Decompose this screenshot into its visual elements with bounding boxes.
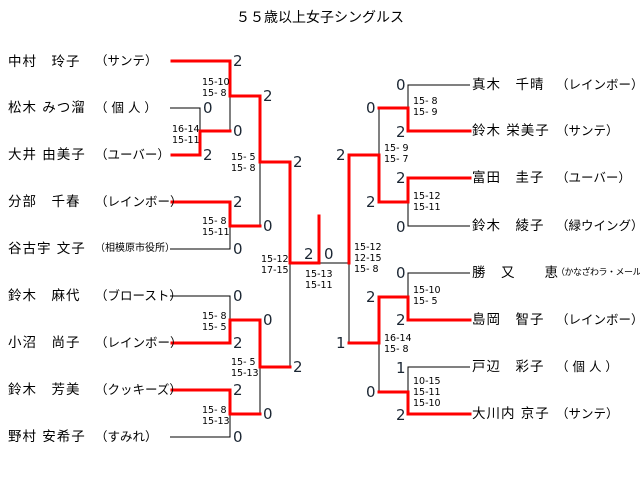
player-name: 鈴木 麻代 (8, 288, 81, 304)
match-score: 0 (203, 99, 213, 117)
player-club: （ 個 人 ） (556, 359, 618, 374)
game-score: 15-12 12-15 15- 8 (354, 242, 382, 275)
game-score: 16-14 15-11 (172, 124, 200, 146)
player-club: （すみれ） (95, 429, 158, 444)
player-club: （サンテ） (556, 123, 619, 138)
game-score: 15- 5 15-13 (231, 357, 259, 379)
player-name: 小沼 尚子 (8, 335, 81, 351)
player-club: （ 個 人 ） (95, 100, 157, 115)
match-score: 2 (233, 52, 243, 70)
player-club: （レインボー） (95, 335, 183, 350)
player-club: （ユーバー） (95, 147, 170, 162)
match-score: 2 (396, 169, 406, 187)
match-score: 0 (396, 76, 406, 94)
match-score: 1 (396, 359, 406, 377)
match-score: 2 (233, 334, 243, 352)
match-score: 2 (396, 311, 406, 329)
player-club: （レインボー） (556, 312, 640, 327)
bracket-lines-black-left (170, 96, 380, 438)
player-name: 野村 安希子 (8, 429, 86, 445)
player-name: 分部 千春 (8, 194, 81, 210)
final-score-right: 0 (324, 245, 334, 263)
match-score: 2 (336, 146, 346, 164)
player-club: （サンテ） (556, 406, 619, 421)
match-score: 0 (233, 240, 243, 258)
player-club: （ユーバー） (556, 170, 631, 185)
player-name: 富田 圭子 (472, 170, 545, 186)
match-score: 0 (263, 405, 273, 423)
player-name: 鈴木 栄美子 (472, 123, 550, 139)
match-score: 2 (396, 406, 406, 424)
player-club: （相模原市役所） (95, 243, 175, 254)
game-score: 15- 8 15-13 (202, 405, 230, 427)
player-name: 松木 みつ溜 (8, 100, 86, 116)
match-score: 2 (366, 288, 376, 306)
match-score: 2 (366, 193, 376, 211)
player-name: 真木 千晴 (472, 77, 545, 93)
game-score: 15- 5 15- 8 (231, 152, 256, 174)
match-score: 0 (366, 99, 376, 117)
match-score: 0 (263, 311, 273, 329)
player-name: 大川内 京子 (472, 406, 550, 422)
match-score: 0 (263, 217, 273, 235)
player-name: 谷古宇 文子 (8, 241, 86, 257)
match-score: 2 (293, 153, 303, 171)
player-club: （レインボー） (556, 77, 640, 92)
player-name: 勝 又 恵 (472, 265, 559, 281)
match-score: 0 (233, 287, 243, 305)
player-entry: 中村 玲子 (8, 53, 81, 70)
game-score: 15-10 15- 8 (202, 77, 230, 99)
game-score: 16-14 15- 8 (384, 333, 412, 355)
game-score: 10-15 15-11 15-10 (413, 376, 441, 409)
match-score: 2 (263, 87, 273, 105)
match-score: 0 (366, 383, 376, 401)
match-score: 2 (203, 146, 213, 164)
match-score: 0 (233, 428, 243, 446)
match-score: 2 (233, 381, 243, 399)
match-score: 2 (396, 123, 406, 141)
game-score: 15-12 15-11 (413, 191, 441, 213)
game-score: 15- 9 15- 7 (384, 143, 409, 165)
game-score: 15-12 17-15 (261, 254, 289, 276)
final-score-left: 2 (304, 245, 314, 263)
player-club: （かなざわラ・メール） (556, 268, 640, 278)
match-score: 0 (396, 218, 406, 236)
player-name: 鈴木 芳美 (8, 382, 81, 398)
match-score: 0 (396, 264, 406, 282)
match-score: 2 (293, 358, 303, 376)
player-name: 大井 由美子 (8, 147, 86, 163)
page-title: ５５歳以上女子シングルス (236, 10, 404, 26)
player-club: （緑ウイング） (556, 218, 640, 233)
bracket-lines-winner (170, 59, 472, 416)
game-score: 15-13 15-11 (305, 269, 333, 291)
game-score: 15- 8 15- 5 (202, 311, 227, 333)
bracket-lines-black-right (378, 84, 470, 392)
match-score: 2 (233, 193, 243, 211)
game-score: 15-10 15- 5 (413, 285, 441, 307)
player-club: （クッキーズ） (95, 382, 182, 397)
player-club: （サンテ） (95, 53, 158, 68)
game-score: 15- 8 15- 9 (413, 96, 438, 118)
game-score: 15- 8 15-11 (202, 216, 230, 238)
player-name: 島岡 智子 (472, 312, 545, 328)
player-name: 中村 玲子 (8, 54, 81, 70)
player-club: （レインボー） (95, 194, 183, 209)
match-score: 0 (233, 122, 243, 140)
player-name: 戸辺 彩子 (472, 359, 545, 375)
player-club: （ブロースト） (95, 288, 182, 303)
match-score: 1 (336, 334, 346, 352)
player-name: 鈴木 綾子 (472, 218, 545, 234)
